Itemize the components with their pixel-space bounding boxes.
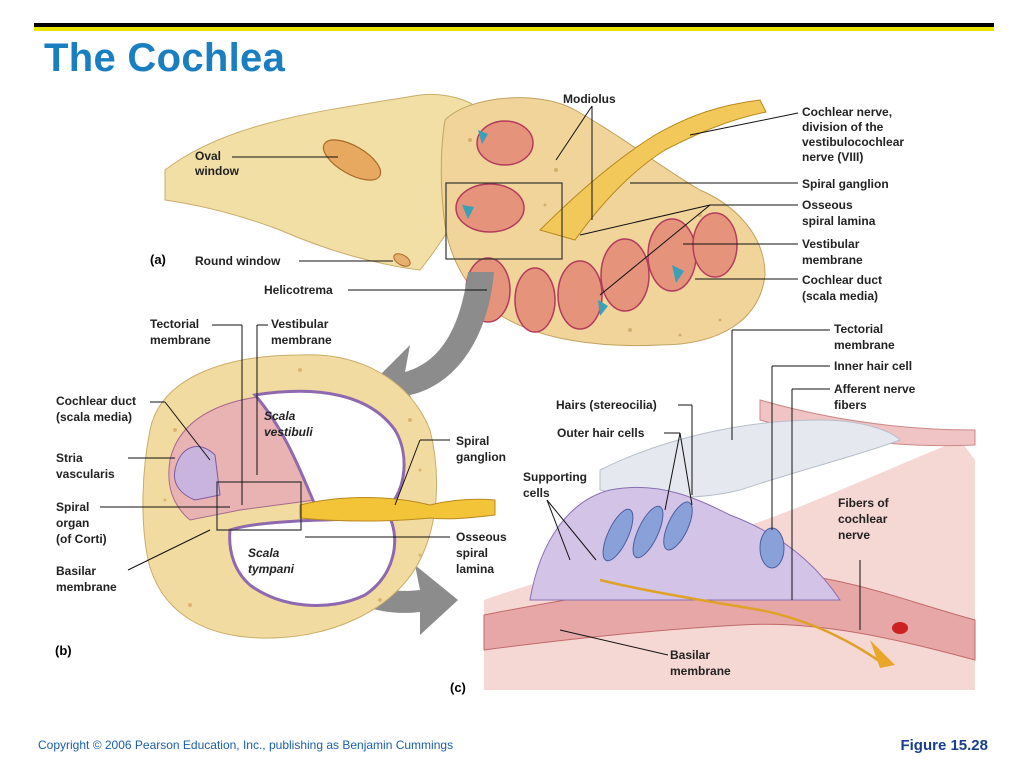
label-tectorial-b-2: membrane bbox=[150, 333, 211, 347]
label-spiral-organ-3: (of Corti) bbox=[56, 532, 107, 546]
label-osseous-b-1: Osseous bbox=[456, 530, 507, 544]
label-supporting-2: cells bbox=[523, 486, 550, 500]
oval-window-shape bbox=[322, 139, 382, 181]
label-duct-a-2: (scala media) bbox=[802, 289, 878, 303]
label-afferent-2: fibers bbox=[834, 398, 867, 412]
label-fibers-1: Fibers of bbox=[838, 496, 890, 510]
label-outer-hair-cells: Outer hair cells bbox=[557, 426, 645, 440]
label-spiral-ganglion-b-1: Spiral bbox=[456, 434, 489, 448]
label-helicotrema: Helicotrema bbox=[264, 283, 333, 297]
label-osseous-a-2: spiral lamina bbox=[802, 214, 876, 228]
label-osseous-b-3: lamina bbox=[456, 562, 494, 576]
label-afferent-1: Afferent nerve bbox=[834, 382, 916, 396]
top-rule-yellow bbox=[34, 27, 994, 31]
label-cochlear-nerve-4: nerve (VIII) bbox=[802, 150, 863, 164]
panel-a-letter: (a) bbox=[150, 252, 166, 267]
label-scala-vestibuli-2: vestibuli bbox=[264, 425, 313, 439]
panel-a-illustration bbox=[164, 93, 767, 347]
label-scala-tympani-2: tympani bbox=[248, 562, 295, 576]
label-cochlear-nerve-2: division of the bbox=[802, 120, 884, 134]
label-vestibular-b-1: Vestibular bbox=[271, 317, 329, 331]
label-scala-vestibuli-1: Scala bbox=[264, 409, 296, 423]
label-supporting-1: Supporting bbox=[523, 470, 587, 484]
copyright-footer: Copyright © 2006 Pearson Education, Inc.… bbox=[38, 738, 454, 752]
label-inner-hair-cell: Inner hair cell bbox=[834, 359, 912, 373]
zoom-arrow-b-to-c bbox=[282, 528, 458, 635]
label-hairs-stereocilia: Hairs (stereocilia) bbox=[556, 398, 657, 412]
label-stria-2: vascularis bbox=[56, 467, 115, 481]
panel-b-zoom-box bbox=[216, 481, 302, 531]
panel-b-illustration bbox=[142, 354, 496, 639]
label-spiral-organ-2: organ bbox=[56, 516, 89, 530]
label-vestibular-a-1: Vestibular bbox=[802, 237, 860, 251]
label-scala-tympani-1: Scala bbox=[248, 546, 280, 560]
panel-c-illustration bbox=[483, 399, 976, 690]
top-rule-black bbox=[34, 23, 994, 27]
label-osseous-b-2: spiral bbox=[456, 546, 488, 560]
label-cochlear-nerve-1: Cochlear nerve, bbox=[802, 105, 892, 119]
label-vestibular-b-2: membrane bbox=[271, 333, 332, 347]
label-spiral-ganglion-a: Spiral ganglion bbox=[802, 177, 889, 191]
label-oval-window-1: Oval bbox=[195, 149, 221, 163]
label-oval-window-2: window bbox=[194, 164, 240, 178]
label-osseous-a-1: Osseous bbox=[802, 198, 853, 212]
label-vestibular-a-2: membrane bbox=[802, 253, 863, 267]
label-tectorial-c-1: Tectorial bbox=[834, 322, 883, 336]
label-spiral-ganglion-b-2: ganglion bbox=[456, 450, 506, 464]
label-basilar-b-2: membrane bbox=[56, 580, 117, 594]
figure-number: Figure 15.28 bbox=[900, 737, 988, 754]
label-modiolus: Modiolus bbox=[563, 92, 616, 106]
label-fibers-3: nerve bbox=[838, 528, 870, 542]
label-duct-a-1: Cochlear duct bbox=[802, 273, 882, 287]
panel-c-letter: (c) bbox=[450, 680, 466, 695]
label-spiral-organ-1: Spiral bbox=[56, 500, 89, 514]
label-tectorial-c-2: membrane bbox=[834, 338, 895, 352]
zoom-arrow-a-to-b bbox=[370, 272, 494, 420]
label-duct-b-1: Cochlear duct bbox=[56, 394, 136, 408]
slide-title: The Cochlea bbox=[44, 36, 286, 80]
panel-a-zoom-box bbox=[445, 182, 563, 260]
leader-lines bbox=[100, 105, 861, 656]
label-fibers-2: cochlear bbox=[838, 512, 888, 526]
round-window-shape bbox=[393, 253, 411, 267]
label-duct-b-2: (scala media) bbox=[56, 410, 132, 424]
label-round-window: Round window bbox=[195, 254, 281, 268]
label-basilar-c-2: membrane bbox=[670, 664, 731, 678]
panel-b-letter: (b) bbox=[55, 643, 72, 658]
label-basilar-c-1: Basilar bbox=[670, 648, 710, 662]
label-stria-1: Stria bbox=[56, 451, 83, 465]
label-basilar-b-1: Basilar bbox=[56, 564, 96, 578]
label-tectorial-b-1: Tectorial bbox=[150, 317, 199, 331]
label-cochlear-nerve-3: vestibulocochlear bbox=[802, 135, 904, 149]
